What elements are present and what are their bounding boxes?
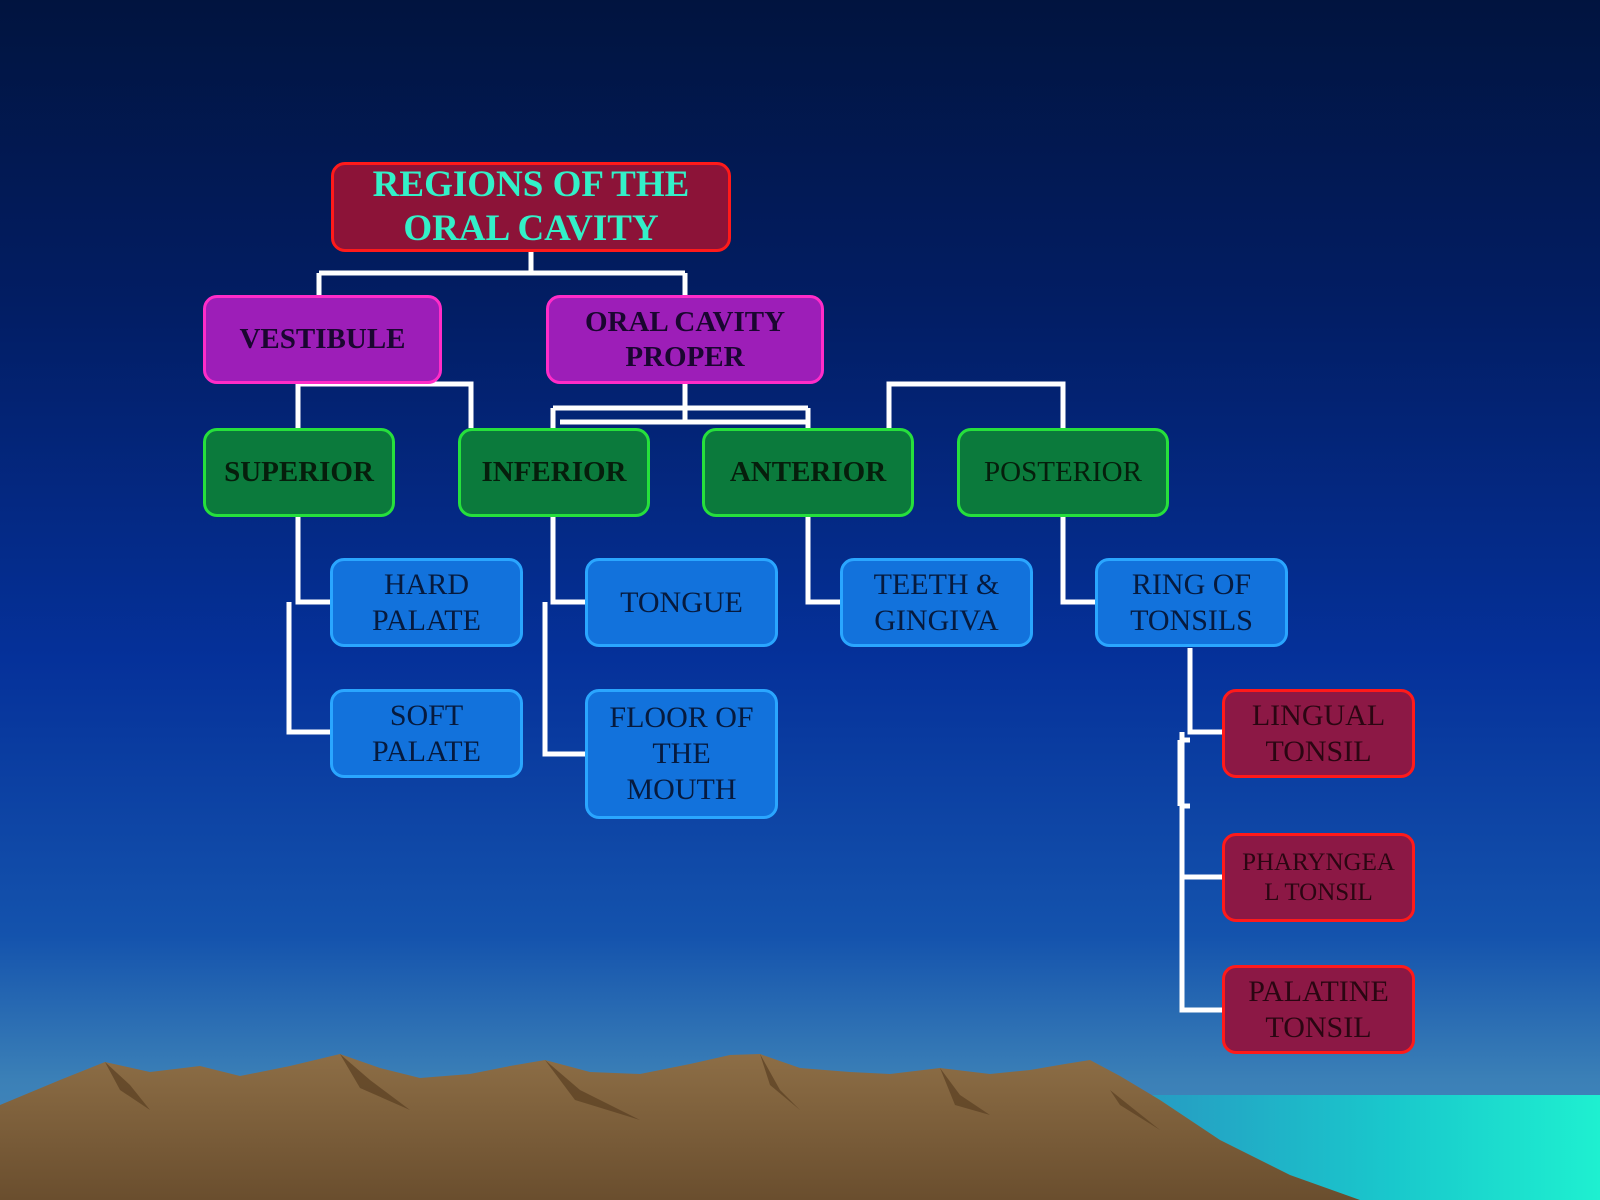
node-anterior: ANTERIOR: [702, 428, 914, 517]
node-teeth-gingiva: TEETH & GINGIVA: [840, 558, 1033, 647]
connector-posterior: [886, 381, 1066, 428]
connector-proper: [550, 384, 811, 428]
connector-anterior: [805, 517, 840, 605]
node-hard-palate: HARD PALATE: [330, 558, 523, 647]
node-oral-cavity-proper: ORAL CAVITY PROPER: [546, 295, 824, 384]
node-floor-of-the-mouth: FLOOR OF THE MOUTH: [585, 689, 778, 819]
node-ring-of-tonsils: RING OF TONSILS: [1095, 558, 1288, 647]
connector-vestibule: [295, 381, 474, 428]
connector-ring-tonsils: [1177, 648, 1222, 1013]
node-superior: SUPERIOR: [203, 428, 395, 517]
connector-superior: [286, 517, 330, 735]
node-lingual-tonsil: LINGUAL TONSIL: [1222, 689, 1415, 778]
connector-root-to-level1: [316, 252, 688, 295]
node-inferior: INFERIOR: [458, 428, 650, 517]
connector-inferior: [542, 517, 585, 757]
node-palatine-tonsil: PALATINE TONSIL: [1222, 965, 1415, 1054]
node-soft-palate: SOFT PALATE: [330, 689, 523, 778]
node-root-regions-oral-cavity: REGIONS OF THE ORAL CAVITY: [331, 162, 731, 252]
node-vestibule: VESTIBULE: [203, 295, 442, 384]
node-pharyngeal-tonsil: PHARYNGEA L TONSIL: [1222, 833, 1415, 922]
mountain-range: [0, 1054, 1360, 1200]
node-posterior: POSTERIOR: [957, 428, 1169, 517]
node-tongue: TONGUE: [585, 558, 778, 647]
connector-posterior-ring: [1060, 517, 1095, 605]
